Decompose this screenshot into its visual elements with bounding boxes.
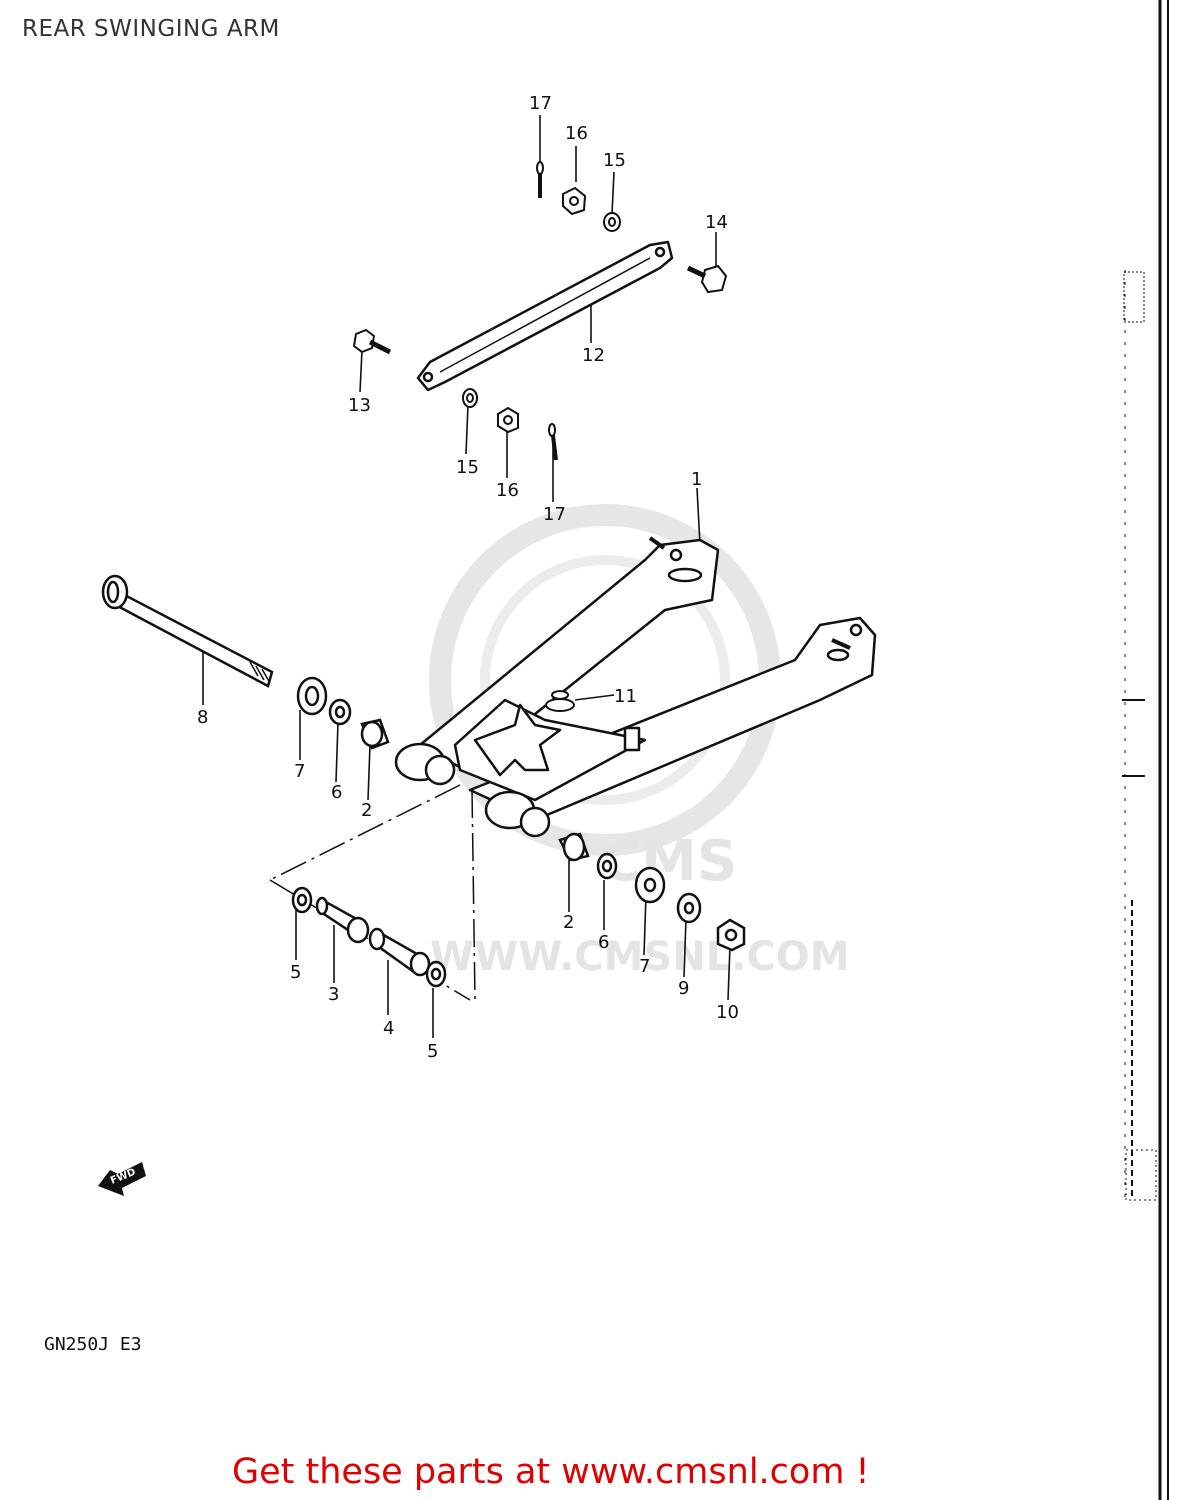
bolts bbox=[352, 264, 728, 355]
part-label: 16 bbox=[565, 123, 588, 144]
part-label: 7 bbox=[639, 956, 650, 977]
right-pivot-parts bbox=[558, 832, 746, 952]
spacer-parts bbox=[291, 886, 447, 988]
grommet bbox=[545, 690, 575, 712]
leader-lines bbox=[202, 115, 731, 1038]
part-label: 4 bbox=[383, 1018, 394, 1039]
part-labels: 1 2 2 3 4 5 5 6 6 7 7 8 9 10 11 12 13 14… bbox=[197, 93, 739, 1062]
part-label: 11 bbox=[614, 686, 637, 707]
watermark-logo: CMS WWW.CMSNL.COM bbox=[429, 504, 850, 980]
fasteners-top bbox=[462, 161, 621, 461]
part-label: 5 bbox=[427, 1041, 438, 1062]
swing-arm bbox=[394, 536, 877, 838]
watermark-brand: CMS bbox=[600, 829, 737, 894]
part-label: 16 bbox=[496, 480, 519, 501]
part-label: 2 bbox=[361, 800, 372, 821]
part-label: 2 bbox=[563, 912, 574, 933]
part-label: 15 bbox=[603, 150, 626, 171]
page-title: REAR SWINGING ARM bbox=[22, 16, 280, 42]
part-label: 9 bbox=[678, 978, 689, 999]
part-label: 17 bbox=[543, 504, 566, 525]
part-label: 10 bbox=[716, 1002, 739, 1023]
part-label: 15 bbox=[456, 457, 479, 478]
part-label: 1 bbox=[691, 469, 702, 490]
scan-border bbox=[1122, 0, 1169, 1500]
fwd-arrow-icon: FWD bbox=[98, 1162, 146, 1196]
part-label: 7 bbox=[294, 761, 305, 782]
part-label: 5 bbox=[290, 962, 301, 983]
part-label: 14 bbox=[705, 212, 728, 233]
part-label: 17 bbox=[529, 93, 552, 114]
model-code: GN250J E3 bbox=[44, 1334, 142, 1355]
part-label: 3 bbox=[328, 984, 339, 1005]
left-pivot-parts bbox=[296, 676, 390, 750]
part-label: 6 bbox=[331, 782, 342, 803]
part-label: 13 bbox=[348, 395, 371, 416]
watermark-url: WWW.CMSNL.COM bbox=[430, 934, 850, 980]
torque-link bbox=[416, 240, 674, 392]
part-label: 8 bbox=[197, 707, 208, 728]
pivot-shaft bbox=[101, 574, 274, 688]
part-label: 12 bbox=[582, 345, 605, 366]
footer-parts-link[interactable]: Get these parts at www.cmsnl.com ! bbox=[232, 1452, 870, 1492]
part-label: 6 bbox=[598, 932, 609, 953]
